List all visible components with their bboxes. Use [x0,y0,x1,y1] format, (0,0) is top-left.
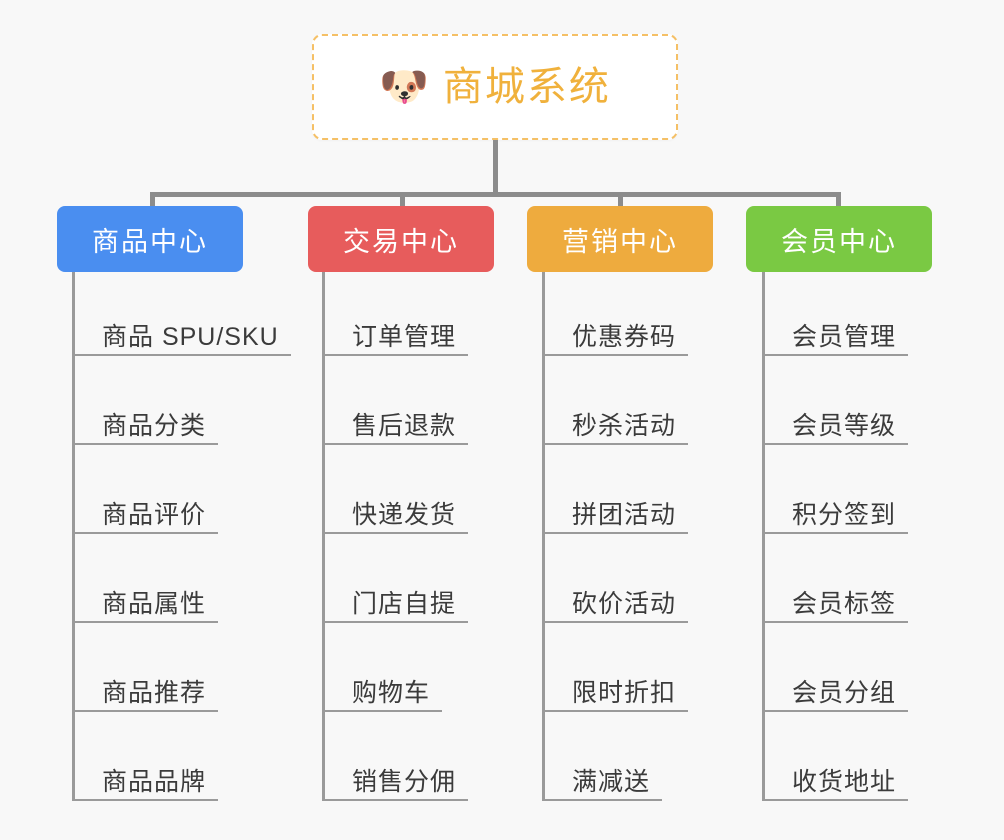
category-box-product-center[interactable]: 商品中心 [57,206,243,272]
category-label-product-center: 商品中心 [92,226,208,257]
leaf-label: 拼团活动 [572,501,677,529]
leaf-label: 商品分类 [102,412,207,440]
leaf-item-express-shipping[interactable]: 快递发货 [322,488,469,534]
column-trunk-member-center [762,272,765,800]
leaf-item-member-tag[interactable]: 会员标签 [762,577,909,623]
leaf-label: 积分签到 [792,501,897,529]
leaf-label: 商品评价 [102,501,207,529]
connector-drop-transaction-center [400,192,405,210]
category-label-transaction-center: 交易中心 [343,226,459,257]
leaf-label: 门店自提 [352,590,457,618]
leaf-label: 会员等级 [792,412,897,440]
leaf-item-points-checkin[interactable]: 积分签到 [762,488,909,534]
leaf-label: 购物车 [352,679,431,707]
root-node-mall-system[interactable]: 🐶 商城系统 [312,34,678,140]
leaf-item-shopping-cart[interactable]: 购物车 [322,666,443,712]
connector-drop-marketing-center [618,192,623,210]
leaf-label: 优惠券码 [572,323,677,351]
leaf-item-coupon-code[interactable]: 优惠券码 [542,310,689,356]
leaf-label: 会员管理 [792,323,897,351]
leaf-item-product-spu-sku[interactable]: 商品 SPU/SKU [72,310,291,356]
connector-drop-member-center [836,192,841,210]
leaf-label: 砍价活动 [572,590,677,618]
leaf-label: 售后退款 [352,412,457,440]
leaf-item-full-reduction-gift[interactable]: 满减送 [542,755,663,801]
leaf-label: 限时折扣 [572,679,677,707]
leaf-item-product-recommend[interactable]: 商品推荐 [72,666,219,712]
leaf-item-store-pickup[interactable]: 门店自提 [322,577,469,623]
leaf-label: 收货地址 [792,768,897,796]
root-node-title: 商城系统 [442,65,611,109]
leaf-label: 商品属性 [102,590,207,618]
leaf-label: 销售分佣 [352,768,457,796]
leaf-label: 满减送 [572,768,651,796]
category-box-marketing-center[interactable]: 营销中心 [527,206,713,272]
column-trunk-marketing-center [542,272,545,800]
connector-root-stem [493,140,498,194]
leaf-item-member-management[interactable]: 会员管理 [762,310,909,356]
leaf-item-sales-commission[interactable]: 销售分佣 [322,755,469,801]
category-box-member-center[interactable]: 会员中心 [746,206,932,272]
leaf-label: 秒杀活动 [572,412,677,440]
category-box-transaction-center[interactable]: 交易中心 [308,206,494,272]
leaf-label: 商品 SPU/SKU [102,323,279,351]
category-label-marketing-center: 营销中心 [562,226,678,257]
leaf-item-after-sales-refund[interactable]: 售后退款 [322,399,469,445]
leaf-item-limited-time-discount[interactable]: 限时折扣 [542,666,689,712]
leaf-label: 商品推荐 [102,679,207,707]
leaf-item-flash-sale[interactable]: 秒杀活动 [542,399,689,445]
connector-drop-product-center [150,192,155,210]
leaf-label: 商品品牌 [102,768,207,796]
leaf-label: 订单管理 [352,323,457,351]
column-trunk-product-center [72,272,75,800]
leaf-item-member-level[interactable]: 会员等级 [762,399,909,445]
leaf-item-product-brand[interactable]: 商品品牌 [72,755,219,801]
connector-horizontal-bus [150,192,840,197]
leaf-item-member-group[interactable]: 会员分组 [762,666,909,712]
leaf-item-product-category[interactable]: 商品分类 [72,399,219,445]
leaf-item-product-review[interactable]: 商品评价 [72,488,219,534]
leaf-label: 快递发货 [352,501,457,529]
column-trunk-transaction-center [322,272,325,800]
leaf-item-order-management[interactable]: 订单管理 [322,310,469,356]
leaf-item-bargain-activity[interactable]: 砍价活动 [542,577,689,623]
leaf-item-product-attribute[interactable]: 商品属性 [72,577,219,623]
leaf-label: 会员标签 [792,590,897,618]
category-label-member-center: 会员中心 [781,226,897,257]
leaf-item-shipping-address[interactable]: 收货地址 [762,755,909,801]
leaf-label: 会员分组 [792,679,897,707]
shiba-dog-face-icon: 🐶 [379,65,429,109]
leaf-item-group-buy[interactable]: 拼团活动 [542,488,689,534]
